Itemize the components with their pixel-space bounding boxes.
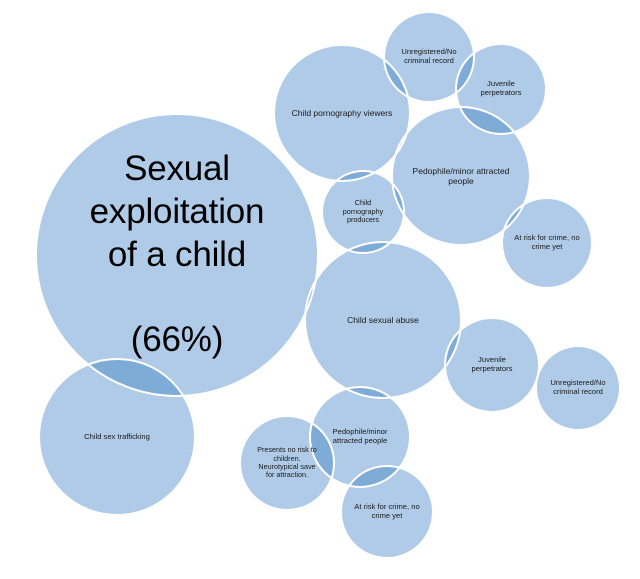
bubble-child-pornography-producers[interactable] (322, 171, 404, 253)
bubble-outline-at-risk-for-crime-no-crime-yet-right (501, 197, 593, 289)
bubble-outline-pedophile-minor-attracted-people-top (391, 106, 531, 246)
bubble-outline-pedophile-minor-attracted-people-bottom (309, 386, 411, 488)
bubble-pedophile-minor-attracted-people-bottom[interactable] (310, 387, 410, 487)
bubble-outline-child-pornography-producers (321, 170, 405, 254)
bubble-outline-sexual-exploitation-of-a-child (35, 113, 319, 397)
bubble-outlines (35, 11, 621, 559)
bubble-outline-child-pornography-viewers (273, 44, 411, 182)
bubble-outline-juvenile-perpetrators-bottom (444, 317, 540, 413)
bubble-unregistered-no-criminal-record-top[interactable] (384, 12, 474, 102)
bubble-outline-unregistered-no-criminal-record-bottom (535, 345, 621, 431)
bubble-outline-child-sex-trafficking (38, 358, 196, 516)
bubble-sexual-exploitation-of-a-child[interactable] (36, 114, 318, 396)
bubble-juvenile-perpetrators-bottom[interactable] (445, 318, 539, 412)
bubble-child-pornography-viewers[interactable] (274, 45, 410, 181)
bubble-outline-unregistered-no-criminal-record-top (383, 11, 475, 103)
bubble-outline-at-risk-for-crime-no-crime-yet-bottom (340, 465, 434, 559)
bubble-pedophile-minor-attracted-people-top[interactable] (392, 107, 530, 245)
bubble-unregistered-no-criminal-record-bottom[interactable] (536, 346, 620, 430)
bubble-at-risk-for-crime-no-crime-yet-right[interactable] (502, 198, 592, 288)
bubble-outline-juvenile-perpetrators-top (455, 43, 547, 135)
bubble-at-risk-for-crime-no-crime-yet-bottom[interactable] (341, 466, 433, 558)
bubble-fills (36, 12, 620, 558)
bubble-child-sex-trafficking[interactable] (39, 359, 195, 515)
bubble-outline-child-sexual-abuse (304, 241, 462, 399)
bubble-child-sexual-abuse[interactable] (305, 242, 461, 398)
bubble-outline-presents-no-risk-to-children (239, 415, 335, 511)
